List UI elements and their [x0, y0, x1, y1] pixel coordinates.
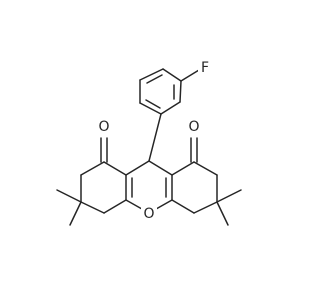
right-cyclohexenone-ring	[171, 161, 218, 214]
ring-oxygen-label: O	[143, 206, 154, 222]
fluorine-label: F	[201, 60, 209, 76]
bond	[148, 160, 173, 176]
fluorophenyl-ring	[139, 68, 182, 115]
central-pyran-ring	[125, 160, 173, 214]
bond-c-f	[180, 69, 200, 82]
bond	[179, 80, 182, 103]
bond	[103, 199, 127, 214]
carbonyl-oxygen-right-label: O	[188, 119, 199, 135]
bond	[193, 161, 218, 176]
bond-c9-phenyl	[148, 113, 162, 162]
atom-ring-oxygen: O	[141, 205, 157, 223]
atom-carbonyl-oxygen-right: O	[187, 118, 202, 136]
methyl-bond	[69, 201, 82, 226]
atom-fluorine: F	[198, 60, 212, 76]
bond	[162, 68, 182, 82]
left-cyclohexenone-ring	[80, 161, 127, 214]
carbonyl-oxygen-left-label: O	[98, 119, 109, 135]
bond	[171, 199, 195, 214]
bond	[80, 161, 105, 176]
methyl-bond	[216, 201, 229, 226]
methyl-bond	[56, 189, 82, 203]
bond	[125, 160, 150, 176]
bond	[171, 161, 195, 176]
bond	[139, 102, 162, 115]
aromatic-double-bond	[146, 74, 163, 84]
bond	[139, 68, 164, 81]
bond	[103, 161, 127, 176]
bond	[160, 101, 181, 115]
bond	[193, 201, 218, 214]
methyl-bond	[216, 189, 242, 203]
molecule-diagram: F O O O	[56, 60, 242, 226]
bond	[80, 201, 105, 214]
aromatic-double-bond	[145, 99, 161, 109]
atom-carbonyl-oxygen-left: O	[96, 118, 111, 136]
